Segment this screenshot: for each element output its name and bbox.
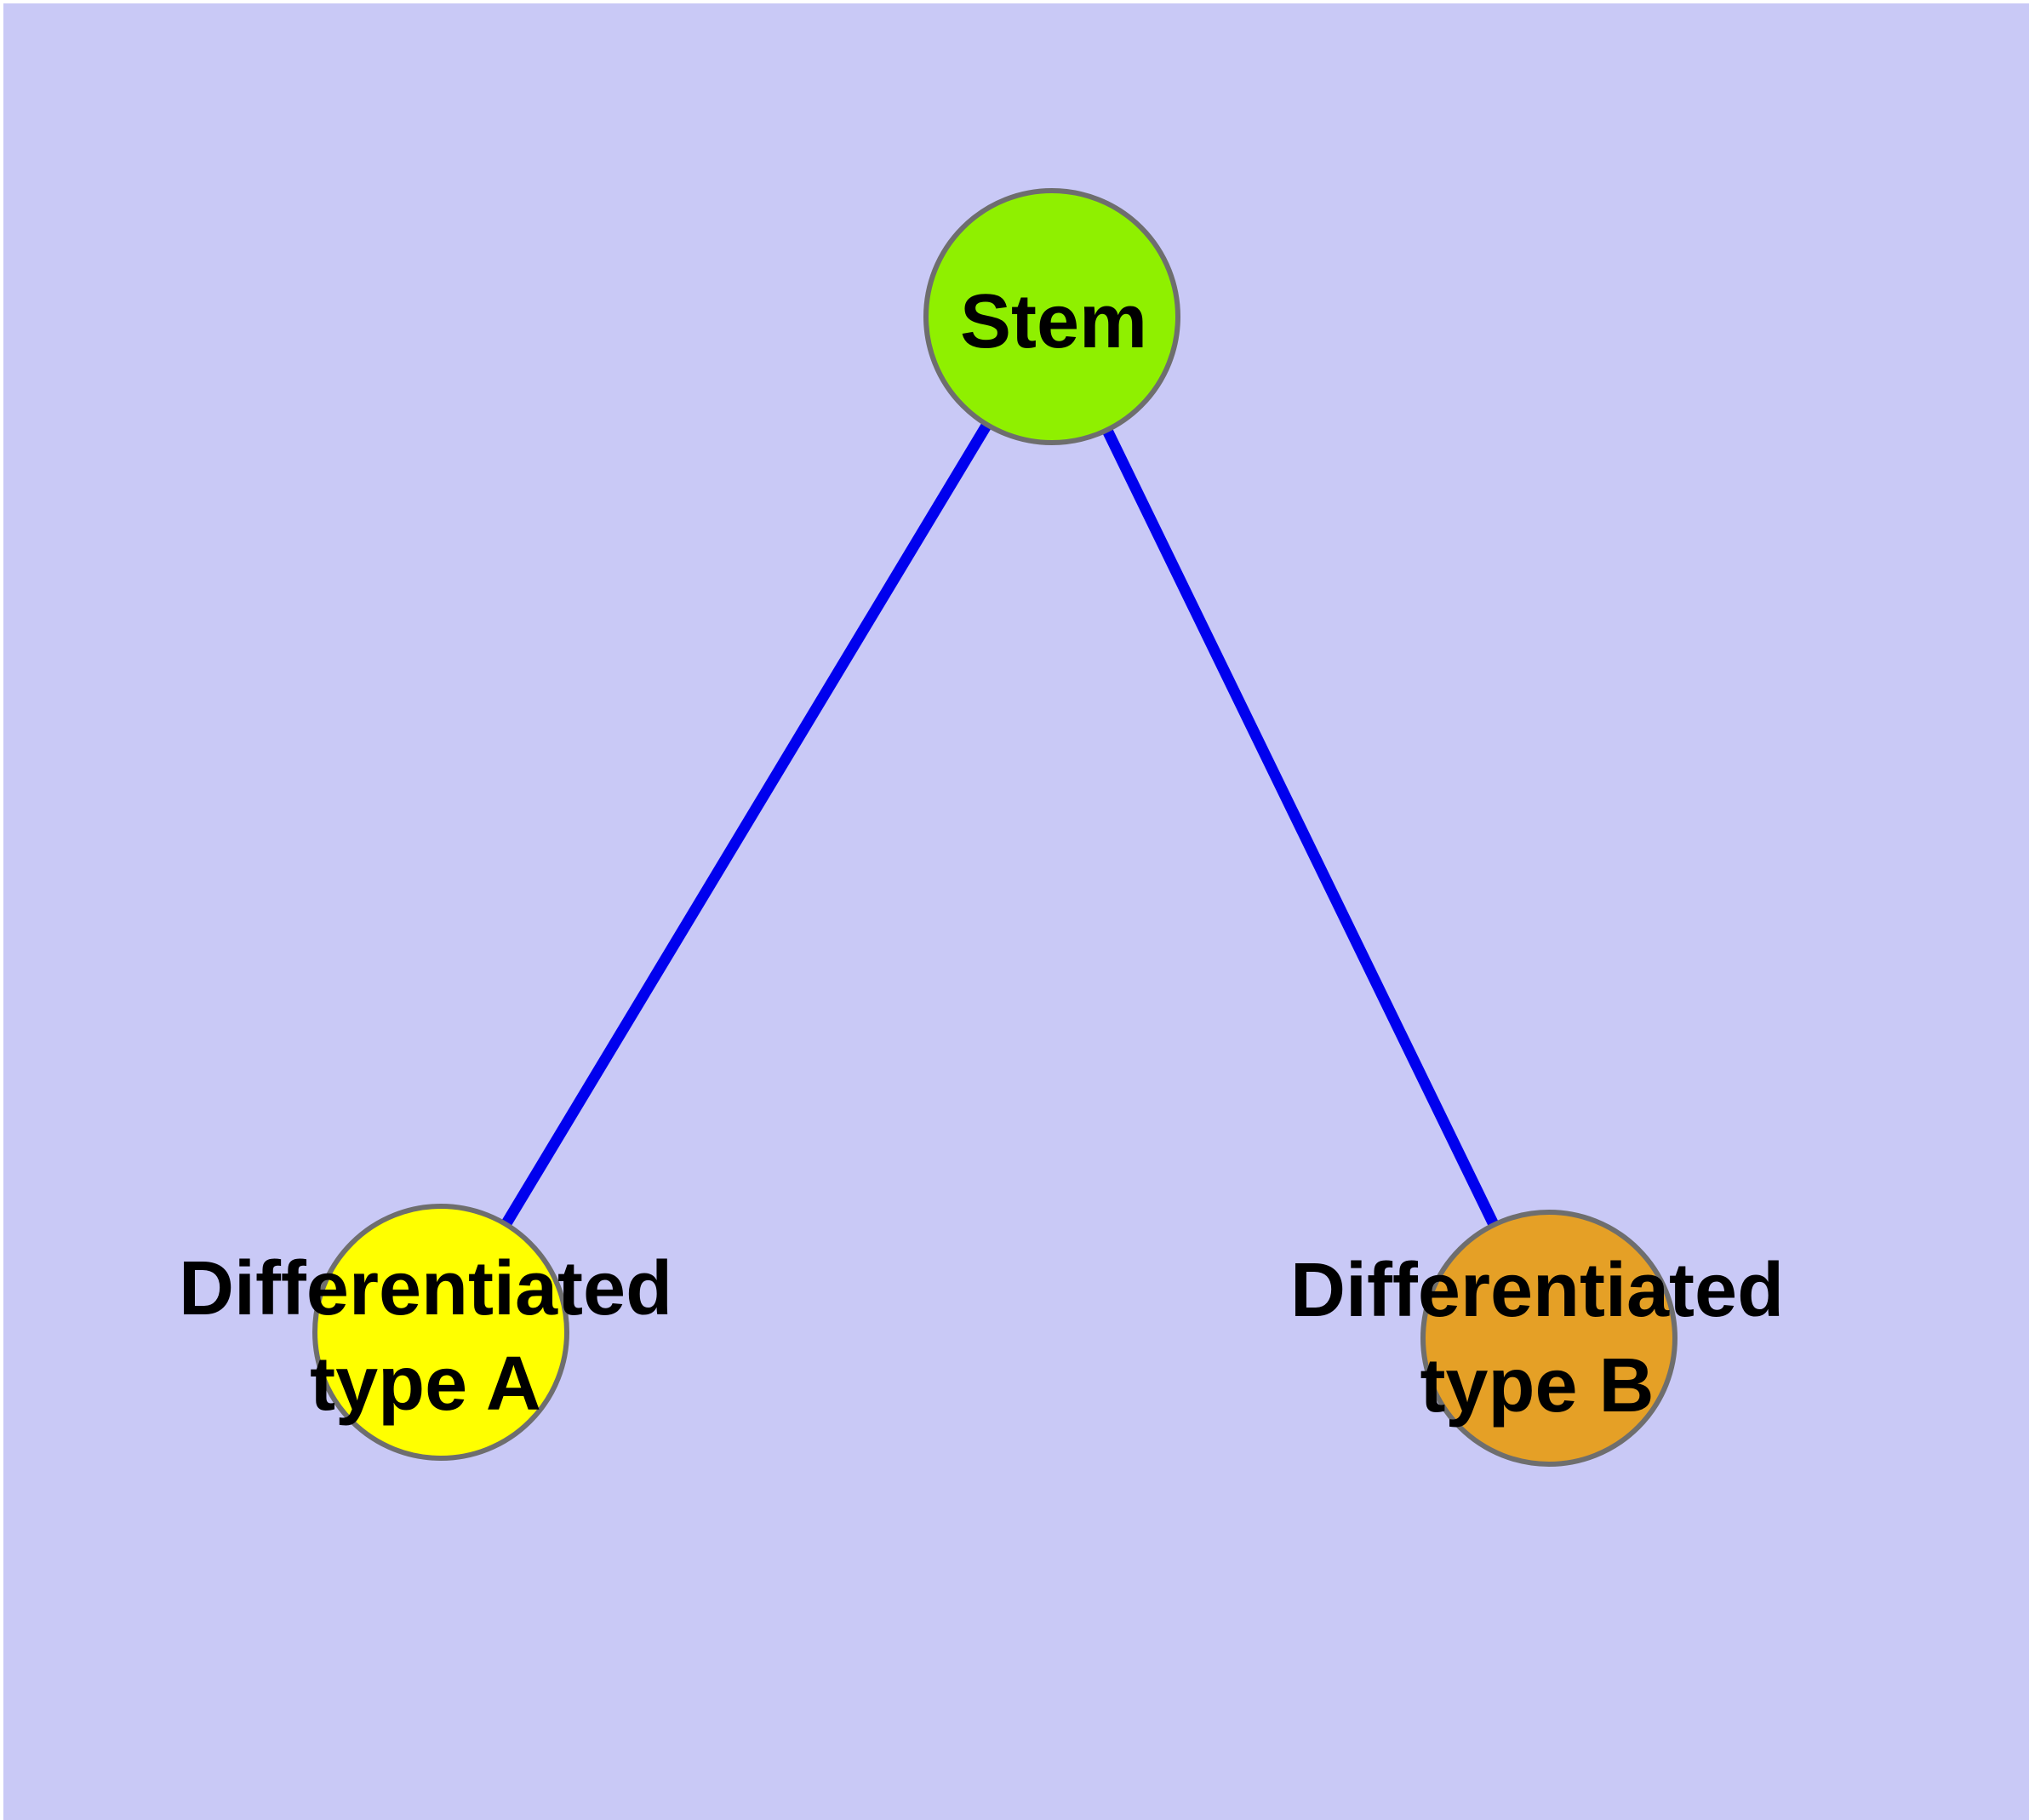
node-type-a [312,1204,569,1461]
node-type-b [1420,1210,1677,1467]
edge-stem-to-type-a [436,313,1057,1336]
node-stem [923,188,1180,445]
edge-stem-to-type-b [1047,314,1554,1341]
